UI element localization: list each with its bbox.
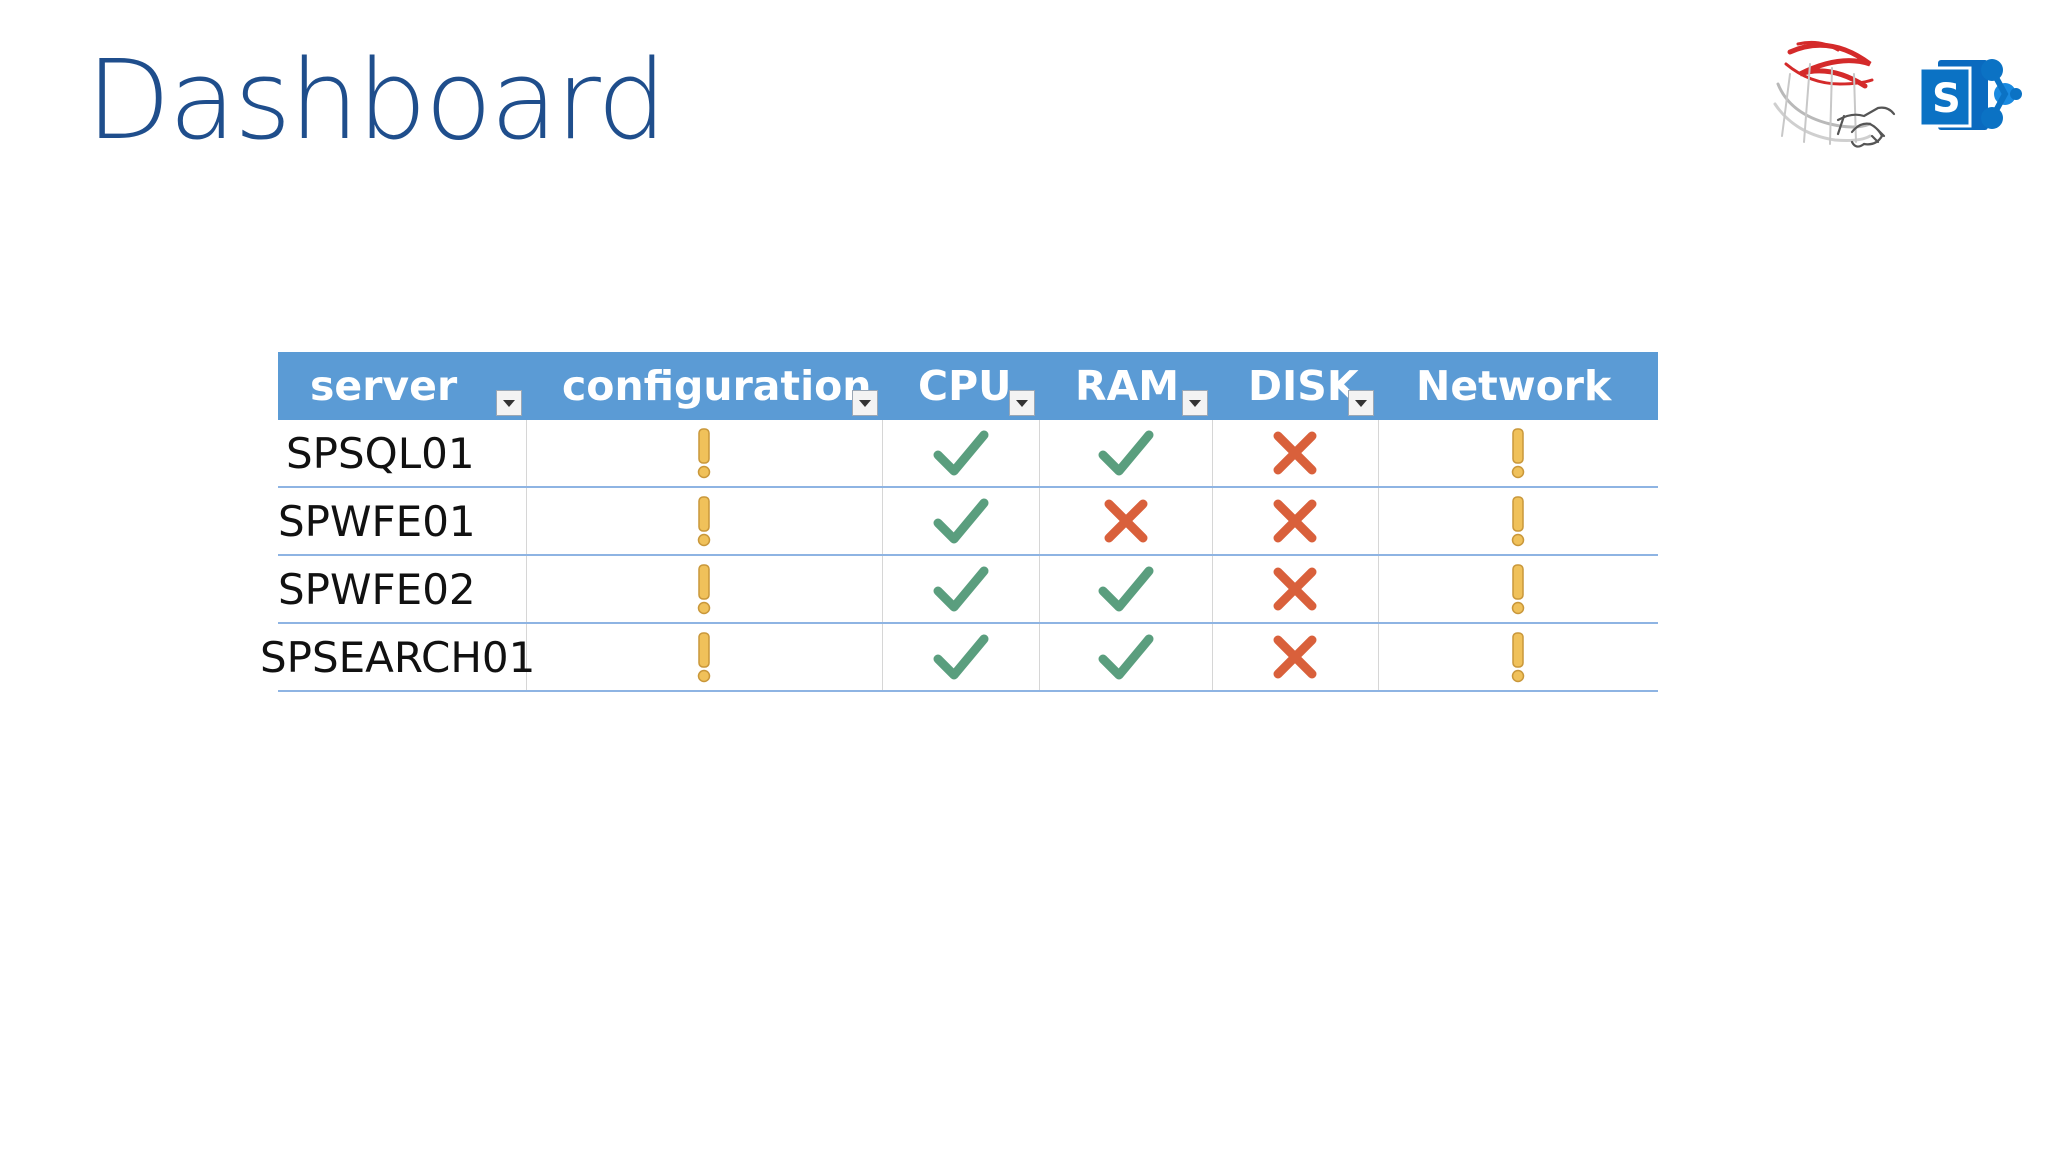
table-row: SPSQL01 [278, 420, 1658, 488]
chevron-down-icon [1016, 399, 1028, 407]
status-cell-network [1377, 623, 1658, 692]
status-cell-ram [1038, 623, 1212, 692]
status-cell-ram [1038, 420, 1212, 488]
column-header-disk: DISK [1212, 352, 1378, 420]
status-cell-configuration [525, 623, 882, 692]
filter-dropdown-button[interactable] [1009, 390, 1035, 416]
column-header-cpu: CPU [882, 352, 1039, 420]
exclamation-icon [1509, 495, 1527, 547]
status-cell-cpu [881, 487, 1039, 556]
x-icon [1272, 498, 1318, 544]
status-cell-disk [1211, 555, 1378, 624]
check-icon [1098, 565, 1153, 613]
filter-dropdown-button[interactable] [496, 390, 522, 416]
status-cell-disk [1211, 487, 1378, 556]
chevron-down-icon [1189, 399, 1201, 407]
server-name: SPSQL01 [286, 428, 475, 478]
column-header-label: CPU [918, 362, 1012, 410]
filter-dropdown-button[interactable] [1348, 390, 1374, 416]
status-cell-ram [1038, 555, 1212, 624]
exclamation-icon [695, 631, 713, 683]
exclamation-icon [1509, 563, 1527, 615]
logo-letter: S [1932, 76, 1961, 122]
check-icon [933, 429, 988, 477]
sql-sharepoint-logo-icon: S [1760, 24, 2022, 164]
check-icon [933, 497, 988, 545]
check-icon [933, 565, 988, 613]
table-row: SPWFE02 [278, 555, 1658, 624]
status-cell-configuration [525, 487, 882, 556]
exclamation-icon [695, 495, 713, 547]
server-name: SPWFE02 [278, 564, 476, 614]
chevron-down-icon [859, 399, 871, 407]
chevron-down-icon [1355, 399, 1367, 407]
filter-dropdown-button[interactable] [852, 390, 878, 416]
status-cell-network [1377, 420, 1658, 488]
column-header-ram: RAM [1039, 352, 1212, 420]
status-cell-cpu [881, 420, 1039, 488]
table-row: SPSEARCH01 [260, 623, 1658, 692]
check-icon [1098, 633, 1153, 681]
x-icon [1272, 634, 1318, 680]
status-cell-network [1377, 555, 1658, 624]
server-name: SPSEARCH01 [260, 632, 536, 682]
status-cell-cpu [881, 555, 1039, 624]
server-name-cell: SPSEARCH01 [260, 623, 535, 692]
column-header-label: DISK [1248, 362, 1359, 410]
x-icon [1103, 498, 1149, 544]
status-cell-disk [1211, 623, 1378, 692]
column-header-network: Network [1378, 352, 1658, 420]
check-icon [1098, 429, 1153, 477]
exclamation-icon [695, 427, 713, 479]
column-header-label: Network [1416, 362, 1612, 410]
status-cell-ram [1038, 487, 1212, 556]
exclamation-icon [1509, 631, 1527, 683]
column-header-label: configuration [562, 362, 872, 410]
server-name-cell: SPSQL01 [278, 420, 526, 488]
column-header-server: server [278, 352, 526, 420]
server-status-table: server configuration CPU RAM DISK [260, 352, 1658, 692]
exclamation-icon [695, 563, 713, 615]
page-title: Dashboard [86, 36, 667, 164]
server-name-cell: SPWFE01 [278, 487, 526, 556]
table-row: SPWFE01 [278, 487, 1658, 556]
x-icon [1272, 566, 1318, 612]
table-header-row: server configuration CPU RAM DISK [278, 352, 1658, 420]
chevron-down-icon [503, 399, 515, 407]
server-name: SPWFE01 [278, 496, 476, 546]
x-icon [1272, 430, 1318, 476]
filter-dropdown-button[interactable] [1182, 390, 1208, 416]
status-cell-disk [1211, 420, 1378, 488]
status-cell-network [1377, 487, 1658, 556]
status-cell-configuration [525, 420, 882, 488]
status-cell-configuration [525, 555, 882, 624]
column-header-label: server [310, 362, 458, 410]
check-icon [933, 633, 988, 681]
column-header-configuration: configuration [526, 352, 882, 420]
exclamation-icon [1509, 427, 1527, 479]
server-name-cell: SPWFE02 [278, 555, 526, 624]
status-cell-cpu [881, 623, 1039, 692]
column-header-label: RAM [1075, 362, 1180, 410]
